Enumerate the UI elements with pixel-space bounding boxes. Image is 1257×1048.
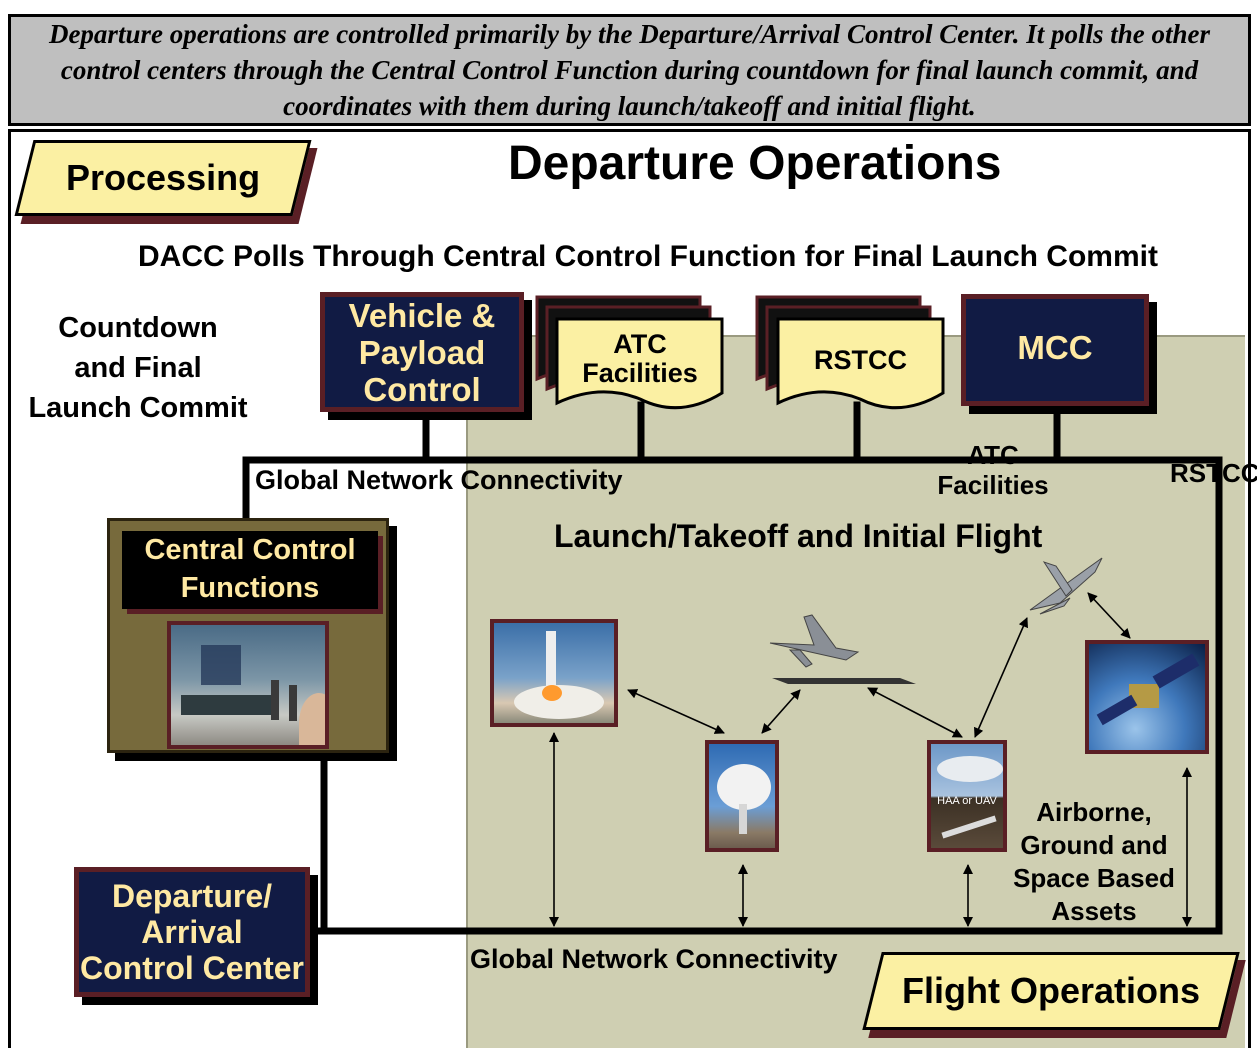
haa-label: HAA or UAV — [937, 795, 997, 807]
countdown-line-2: and Final — [74, 352, 202, 384]
diagram-subtitle: DACC Polls Through Central Control Funct… — [138, 240, 1158, 273]
asset-arrows — [549, 592, 1192, 927]
summary-text: Departure operations are controlled prim… — [48, 19, 1211, 121]
dacc-line-1: Departure/ — [111, 878, 273, 914]
central-control-line-1: Central Control — [144, 534, 356, 566]
rstcc-label: RSTCC — [814, 345, 907, 375]
mcc-box: MCC — [961, 294, 1149, 406]
assets-label: Airborne, Ground and Space Based Assets — [1002, 796, 1186, 928]
vehicle-payload-control-box: Vehicle & Payload Control — [320, 292, 524, 412]
fighter-jet-icon — [769, 614, 860, 668]
atc-line-1: ATC — [613, 329, 667, 359]
atc-facilities-label: ATC Facilities — [560, 330, 720, 388]
vehicle-line-1: Vehicle & — [348, 296, 496, 334]
summary-banner: Departure operations are controlled prim… — [8, 14, 1251, 126]
rocket-launch-photo — [490, 619, 618, 727]
fighter-jet-icon — [1029, 557, 1103, 615]
processing-label: Processing — [65, 157, 261, 198]
countdown-label: Countdown and Final Launch Commit — [10, 308, 266, 428]
countdown-line-3: Launch Commit — [28, 392, 248, 424]
assets-line-3: Space Based — [1013, 863, 1175, 893]
diagram-title: Departure Operations — [508, 137, 1002, 190]
rstcc-float-label: RSTCC — [1170, 458, 1257, 488]
satellite-photo — [1085, 640, 1209, 754]
atc-float-line-2: Facilities — [937, 470, 1049, 500]
mcc-label: MCC — [1017, 329, 1093, 366]
countdown-line-1: Countdown — [58, 312, 218, 344]
network-label-bottom: Global Network Connectivity — [470, 944, 838, 974]
launch-label: Launch/Takeoff and Initial Flight — [554, 518, 1043, 554]
departure-arrival-control-center-box: Departure/ Arrival Control Center — [74, 867, 310, 997]
processing-tag: Processing — [14, 140, 312, 216]
central-control-title: Central Control Functions — [122, 531, 378, 609]
central-control-line-2: Functions — [180, 572, 320, 604]
rstcc-stack — [755, 295, 945, 410]
flight-operations-tag: Flight Operations — [862, 952, 1240, 1030]
control-room-photo — [167, 621, 329, 749]
dacc-line-3: Control Center — [80, 950, 304, 986]
runway-icon — [772, 678, 916, 684]
flight-operations-label: Flight Operations — [901, 970, 1200, 1011]
atc-line-2: Facilities — [582, 358, 698, 388]
atc-float-line-1: ATC — [967, 440, 1019, 470]
network-label-top: Global Network Connectivity — [255, 465, 623, 495]
assets-line-4: Assets — [1051, 896, 1137, 926]
vehicle-line-2: Payload — [358, 333, 486, 371]
atc-facilities-float-label: ATC Facilities — [928, 440, 1058, 500]
central-control-panel: Central Control Functions — [107, 518, 389, 753]
airship-photo: HAA or UAV — [927, 740, 1007, 852]
vehicle-line-3: Control — [363, 370, 481, 408]
satellite-dish-photo — [705, 740, 779, 852]
assets-line-1: Airborne, — [1036, 797, 1152, 827]
atc-facilities-stack — [535, 295, 724, 410]
assets-line-2: Ground and — [1020, 830, 1168, 860]
dacc-line-2: Arrival — [141, 914, 243, 950]
